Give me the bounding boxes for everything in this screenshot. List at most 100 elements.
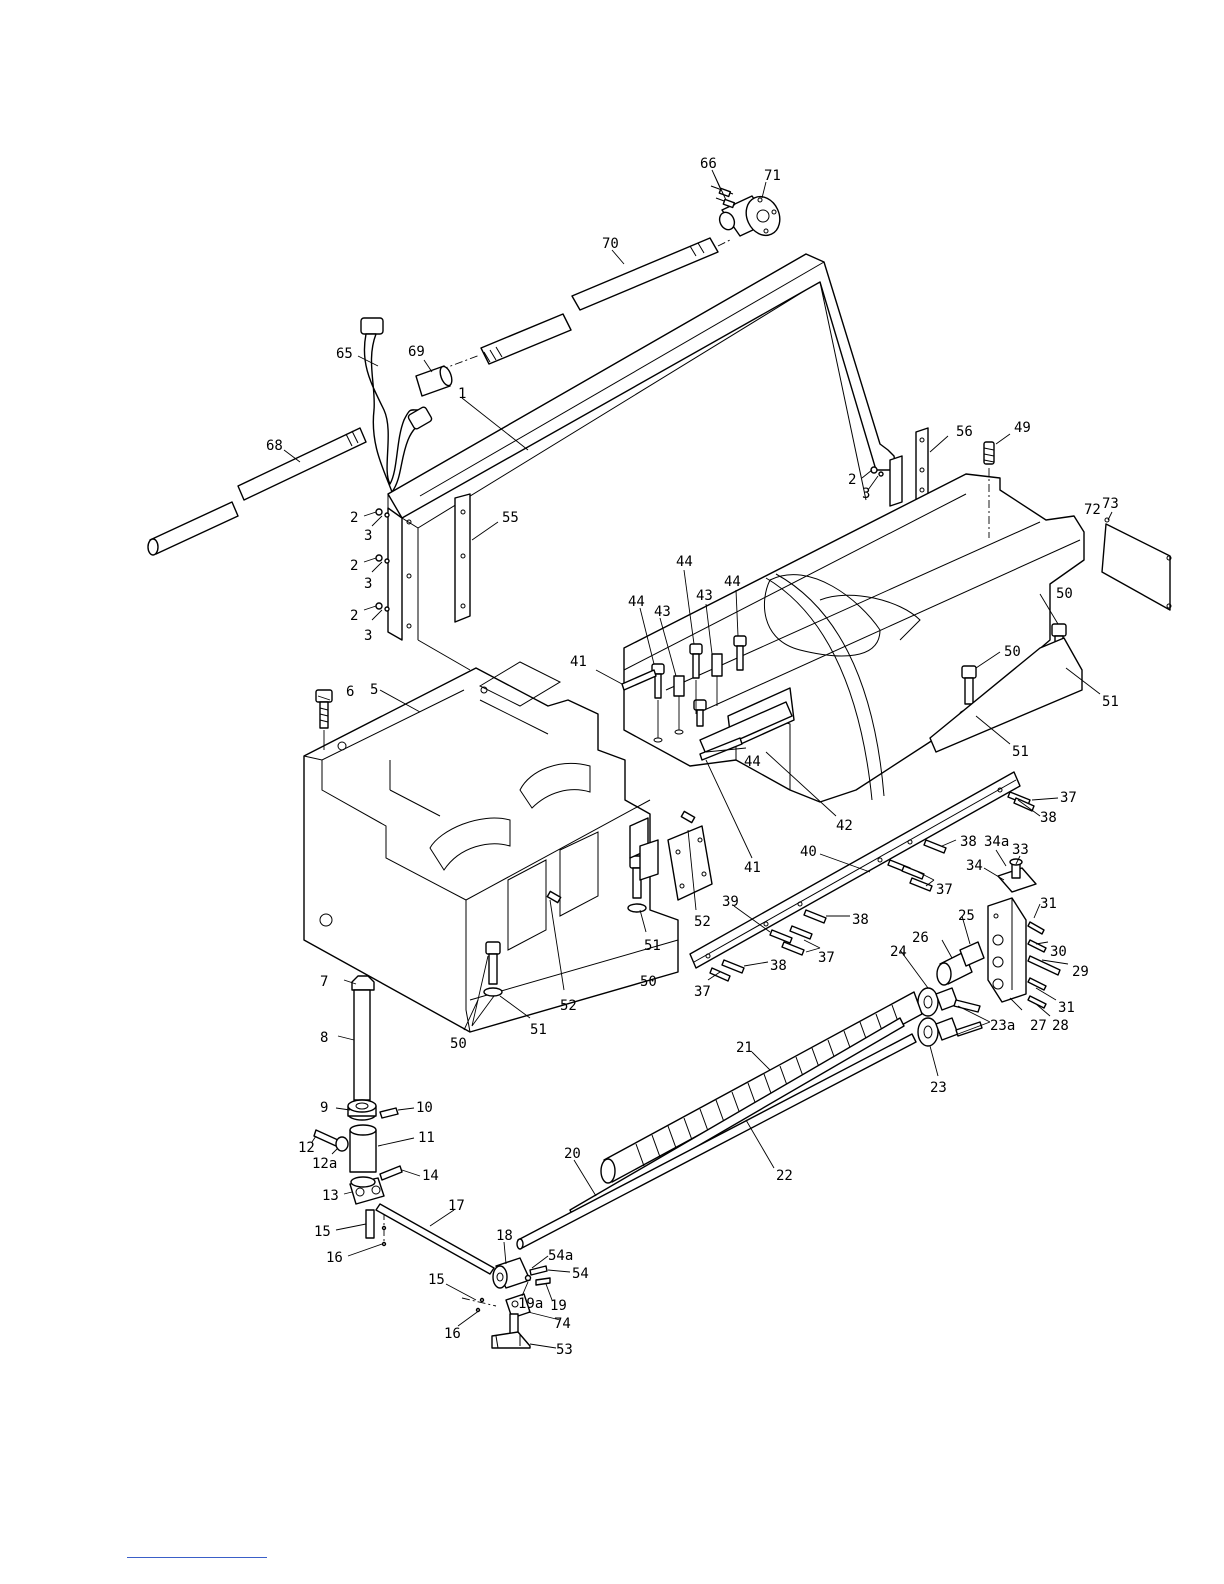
- callout-3-b: 3: [364, 576, 372, 592]
- parts-37-38-screws: [710, 792, 1034, 981]
- part-11-sleeve: [350, 1125, 376, 1172]
- callout-44-c: 44: [628, 594, 645, 610]
- callout-24: 24: [890, 944, 907, 960]
- callout-2-c: 2: [350, 608, 358, 624]
- callout-22: 22: [776, 1168, 793, 1184]
- callout-20: 20: [564, 1146, 581, 1162]
- callout-13: 13: [322, 1188, 339, 1204]
- callout-51-mid: 51: [1012, 744, 1029, 760]
- callout-23: 23: [930, 1080, 947, 1096]
- callout-31-bottom: 31: [1058, 1000, 1075, 1016]
- callout-3-a: 3: [364, 528, 372, 544]
- callout-56: 56: [956, 424, 973, 440]
- callout-74: 74: [554, 1316, 571, 1332]
- part-25-26-bushings: [937, 942, 984, 985]
- callout-51-right: 51: [1102, 694, 1119, 710]
- callout-41-top: 41: [570, 654, 587, 670]
- callout-39: 39: [722, 894, 739, 910]
- callout-23a: 23a: [990, 1018, 1015, 1034]
- callout-6: 6: [346, 684, 354, 700]
- callout-21: 21: [736, 1040, 753, 1056]
- callout-27: 27: [1030, 1018, 1047, 1034]
- part-27-gearbox-block: [988, 898, 1026, 1002]
- parts-28-31-screws: [1028, 922, 1060, 1008]
- callout-72: 72: [1084, 502, 1101, 518]
- callout-26: 26: [912, 930, 929, 946]
- callout-15-left: 15: [314, 1224, 331, 1240]
- callout-16-left: 16: [326, 1250, 343, 1266]
- part-72-cover-plate: [1102, 518, 1171, 610]
- part-24-23-bearings: [918, 988, 982, 1046]
- callout-40: 40: [800, 844, 817, 860]
- callout-14: 14: [422, 1168, 439, 1184]
- callout-31-top: 31: [1040, 896, 1057, 912]
- parts-15-16-pins-right: [462, 1298, 496, 1312]
- callout-52-right: 52: [694, 914, 711, 930]
- part-7-8-shaft: [352, 976, 374, 1100]
- parts-15-16-pins-left: [366, 1210, 386, 1246]
- callout-38-d: 38: [770, 958, 787, 974]
- callout-42: 42: [836, 818, 853, 834]
- callout-37-c: 37: [818, 950, 835, 966]
- callout-52-left: 52: [560, 998, 577, 1014]
- callout-11: 11: [418, 1130, 435, 1146]
- callout-3-c: 3: [364, 628, 372, 644]
- callout-50-left-mid: 50: [640, 974, 657, 990]
- part-69-coupling: [416, 365, 454, 396]
- part-55-bracket: [455, 494, 470, 622]
- callout-51-left-mid: 51: [644, 938, 661, 954]
- callout-19a: 19a: [518, 1296, 543, 1312]
- callout-37-d: 37: [694, 984, 711, 1000]
- callout-9: 9: [320, 1100, 328, 1116]
- callout-50-right: 50: [1056, 586, 1073, 602]
- callout-49: 49: [1014, 420, 1031, 436]
- part-12-screw: [314, 1130, 348, 1151]
- callout-12a: 12a: [312, 1156, 337, 1172]
- part-18-collar: [493, 1258, 530, 1288]
- callout-33: 33: [1012, 842, 1029, 858]
- callout-2-b: 2: [350, 558, 358, 574]
- callout-41-bottom: 41: [744, 860, 761, 876]
- part-66-screws: [711, 186, 735, 208]
- callout-18: 18: [496, 1228, 513, 1244]
- callout-65: 65: [336, 346, 353, 362]
- part-17-shaft: [376, 1204, 494, 1274]
- part-71-flange: [717, 191, 786, 241]
- callout-25: 25: [958, 908, 975, 924]
- callout-3-right: 3: [862, 486, 870, 502]
- callout-68: 68: [266, 438, 283, 454]
- part-6-bolt: [316, 690, 332, 750]
- part-13-clevis: [350, 1177, 384, 1204]
- left-upright: [388, 508, 411, 640]
- callout-69: 69: [408, 344, 425, 360]
- part-53-bracket: [492, 1332, 530, 1348]
- callout-34: 34: [966, 858, 983, 874]
- callout-54a: 54a: [548, 1248, 573, 1264]
- callout-44-d: 44: [744, 754, 761, 770]
- callout-50-left: 50: [450, 1036, 467, 1052]
- part-22-control-rod: [517, 1034, 916, 1249]
- part-34-plate: [998, 859, 1036, 892]
- callout-37-b: 37: [936, 882, 953, 898]
- callout-10: 10: [416, 1100, 433, 1116]
- callout-44-b: 44: [724, 574, 741, 590]
- callout-30: 30: [1050, 944, 1067, 960]
- callout-37-top: 37: [1060, 790, 1077, 806]
- callout-5: 5: [370, 682, 378, 698]
- callout-17: 17: [448, 1198, 465, 1214]
- part-9-10-collar: [348, 1100, 398, 1120]
- callout-51-left: 51: [530, 1022, 547, 1038]
- callout-43-b: 43: [654, 604, 671, 620]
- callout-53: 53: [556, 1342, 573, 1358]
- callout-66: 66: [700, 156, 717, 172]
- callout-73: 73: [1102, 496, 1119, 512]
- callout-1: 1: [458, 386, 466, 402]
- callout-8: 8: [320, 1030, 328, 1046]
- callout-29: 29: [1072, 964, 1089, 980]
- callout-16-right: 16: [444, 1326, 461, 1342]
- callout-70: 70: [602, 236, 619, 252]
- callout-43-a: 43: [696, 588, 713, 604]
- part-21-leadscrew: [601, 992, 922, 1183]
- callout-2-right: 2: [848, 472, 856, 488]
